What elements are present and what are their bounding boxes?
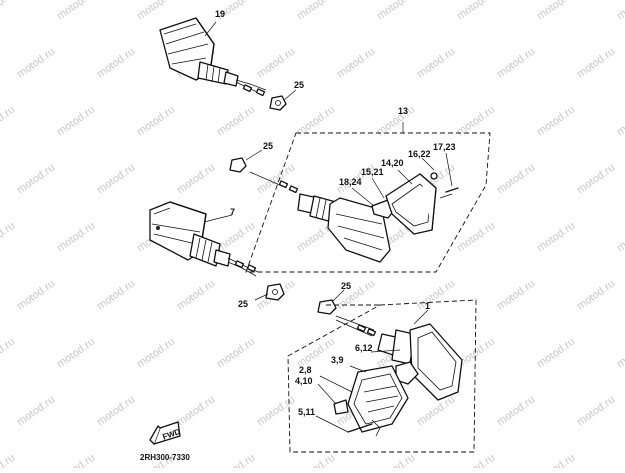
callout-18-24: 18,24 xyxy=(339,177,362,187)
nut-25-a xyxy=(229,157,247,173)
callout-25-top: 25 xyxy=(294,80,304,90)
watermark-text: motod.ru xyxy=(455,220,497,255)
watermark-text: motod.ru xyxy=(15,394,57,429)
turn-signal-13 xyxy=(249,171,459,263)
callout-6-12: 6,12 xyxy=(355,343,373,353)
watermark-text: motod.ru xyxy=(575,278,617,313)
watermark-text: motod.ru xyxy=(535,0,577,22)
watermark-text: motod.ru xyxy=(55,452,97,468)
watermark-text: motod.ru xyxy=(95,162,137,197)
watermark-text: motod.ru xyxy=(495,394,537,429)
callout-19: 19 xyxy=(215,9,225,19)
watermark-text: motod.ru xyxy=(55,0,97,22)
watermark-text: motod.ru xyxy=(375,0,417,22)
watermark-text: motod.ru xyxy=(575,46,617,81)
watermark-text: motod.ru xyxy=(15,46,57,81)
group-box-13 xyxy=(245,132,491,273)
watermark-text: motod.ru xyxy=(255,46,297,81)
watermark-text: motod.ru xyxy=(55,336,97,371)
diagram-code: 2RH300-7330 xyxy=(140,453,190,462)
callout-3-9: 3,9 xyxy=(331,355,344,365)
callout-7: 7 xyxy=(230,207,235,217)
watermark-text: motod.ru xyxy=(215,336,257,371)
callout-13: 13 xyxy=(398,106,408,116)
watermark-text: motod.ru xyxy=(535,104,577,139)
watermark-text: motod.ru xyxy=(535,220,577,255)
watermark-text: motod.ru xyxy=(535,452,577,468)
watermark-text: motod.ru xyxy=(0,452,17,468)
watermark-text: motod.ru xyxy=(615,336,625,371)
watermark-text: motod.ru xyxy=(615,452,625,468)
front-arrow: FWD xyxy=(149,421,182,445)
watermark-text: motod.ru xyxy=(175,162,217,197)
watermark-text: motod.ru xyxy=(175,394,217,429)
watermark-text: motod.ru xyxy=(615,104,625,139)
watermark-text: motod.ru xyxy=(0,0,17,22)
watermark-text: motod.ru xyxy=(95,278,137,313)
watermark-text: motod.ru xyxy=(615,220,625,255)
callout-16-22: 16,22 xyxy=(408,149,431,159)
watermark-text: motod.ru xyxy=(215,104,257,139)
watermark-text: motod.ru xyxy=(335,46,377,81)
callout-17-23: 17,23 xyxy=(433,142,456,152)
watermark-text: motod.ru xyxy=(575,394,617,429)
watermark-text: motod.ru xyxy=(295,452,337,468)
watermark-text: motod.ru xyxy=(575,162,617,197)
watermark-text: motod.ru xyxy=(175,278,217,313)
watermark-text: motod.ru xyxy=(455,0,497,22)
watermark-text: motod.ru xyxy=(415,46,457,81)
watermark-text: motod.ru xyxy=(0,104,17,139)
group-box-1 xyxy=(287,299,477,453)
watermark-text: motod.ru xyxy=(0,220,17,255)
watermark-text: motod.ru xyxy=(55,220,97,255)
watermark-text: motod.ru xyxy=(55,104,97,139)
watermark-text: motod.ru xyxy=(295,0,337,22)
watermark-text: motod.ru xyxy=(215,220,257,255)
watermark-text: motod.ru xyxy=(255,394,297,429)
callout-2-8: 2,8 xyxy=(299,365,312,375)
watermark-text: motod.ru xyxy=(615,0,625,22)
watermark-text: motod.ru xyxy=(375,452,417,468)
watermark-text: motod.ru xyxy=(495,162,537,197)
callout-25-a: 25 xyxy=(263,141,273,151)
watermark-text: motod.ru xyxy=(415,278,457,313)
watermark-text: motod.ru xyxy=(255,162,297,197)
watermark-text: motod.ru xyxy=(95,394,137,429)
turn-signal-1 xyxy=(333,315,463,437)
leader-19 xyxy=(204,21,217,37)
callout-25-c: 25 xyxy=(238,299,248,309)
nut-25-d xyxy=(317,299,337,315)
callout-25-d: 25 xyxy=(341,281,351,291)
callout-15-21: 15,21 xyxy=(361,167,384,177)
watermark-text: motod.ru xyxy=(135,336,177,371)
watermark-text: motod.ru xyxy=(135,0,177,22)
leader-25-top xyxy=(283,89,297,101)
watermark-text: motod.ru xyxy=(0,336,17,371)
turn-signal-7 xyxy=(149,201,285,301)
watermark-text: motod.ru xyxy=(535,336,577,371)
watermark-text: motod.ru xyxy=(495,278,537,313)
callout-14-20: 14,20 xyxy=(381,158,404,168)
watermark-text: motod.ru xyxy=(495,46,537,81)
watermark-text: motod.ru xyxy=(455,452,497,468)
watermark-text: motod.ru xyxy=(215,452,257,468)
watermark-text: motod.ru xyxy=(15,162,57,197)
callout-4-10: 4,10 xyxy=(295,376,313,386)
watermark-text: motod.ru xyxy=(135,104,177,139)
callout-5-11: 5,11 xyxy=(298,407,315,417)
turn-signal-19 xyxy=(159,17,287,111)
watermark-text: motod.ru xyxy=(15,278,57,313)
watermark-text: motod.ru xyxy=(95,46,137,81)
callout-1: 1 xyxy=(425,301,430,311)
